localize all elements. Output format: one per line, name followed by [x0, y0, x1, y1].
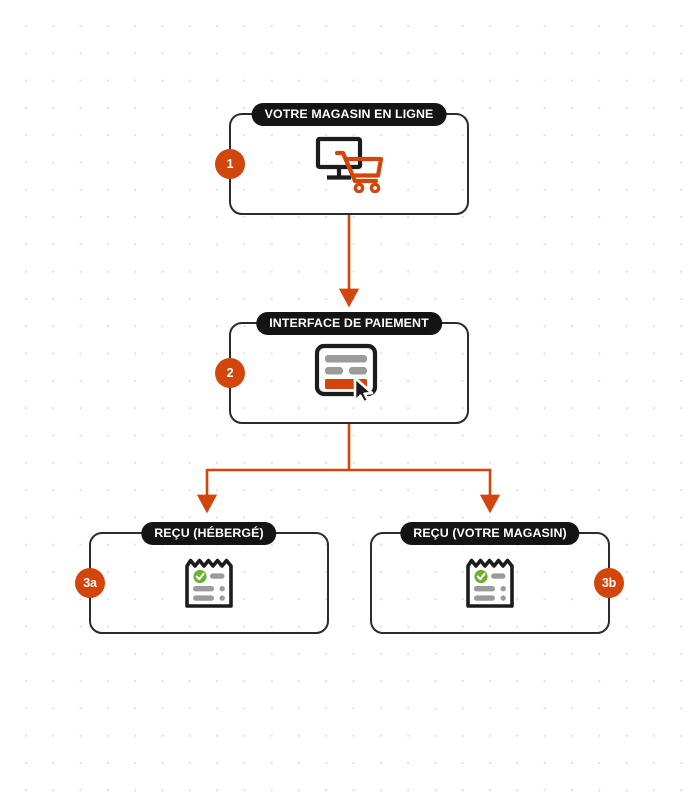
connector-payment-branch-stem: [207, 424, 491, 472]
node-payment[interactable]: INTERFACE DE PAIEMENT 2: [215, 312, 469, 424]
node-receipt-store-label: REÇU (VOTRE MAGASIN): [400, 522, 580, 545]
receipt-check-icon: [464, 556, 516, 610]
node-store[interactable]: VOTRE MAGASIN EN LIGNE 1: [215, 103, 469, 215]
step-badge-3a: 3a: [75, 568, 105, 598]
node-payment-body: [231, 324, 467, 422]
node-receipt-hosted-label: REÇU (HÉBERGÉ): [141, 522, 277, 545]
node-receipt-hosted-body: [91, 534, 327, 632]
monitor-shopping-cart-icon: [313, 135, 385, 194]
node-receipt-store-body: [372, 534, 608, 632]
step-badge-1: 1: [215, 149, 245, 179]
step-badge-2: 2: [215, 358, 245, 388]
payment-form-cursor-icon: [311, 342, 387, 404]
node-store-label: VOTRE MAGASIN EN LIGNE: [251, 103, 447, 126]
node-store-body: [231, 115, 467, 213]
node-receipt-store[interactable]: REÇU (VOTRE MAGASIN) 3b: [370, 522, 624, 634]
step-badge-3b: 3b: [594, 568, 624, 598]
node-payment-label: INTERFACE DE PAIEMENT: [256, 312, 442, 335]
receipt-check-icon: [183, 556, 235, 610]
node-receipt-hosted[interactable]: REÇU (HÉBERGÉ) 3a: [75, 522, 329, 634]
